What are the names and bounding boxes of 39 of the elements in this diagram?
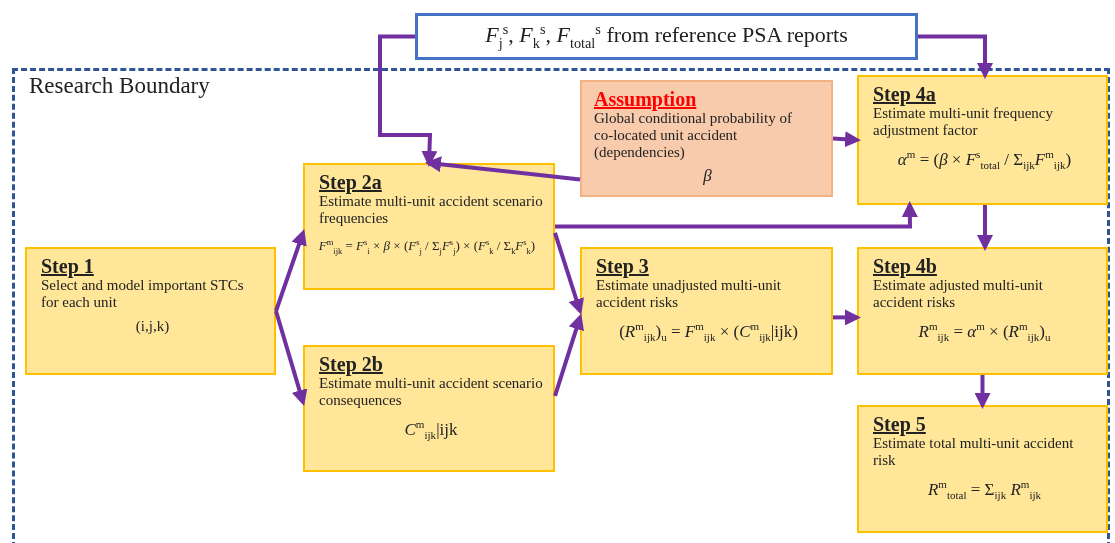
boundary-label: Research Boundary bbox=[29, 73, 210, 99]
step-description: Estimate multi-unit accident scenario consequences bbox=[319, 375, 543, 409]
step-heading: Step 4b bbox=[873, 255, 937, 277]
formula: R$^{m}$$_{ijk}$ = α$^{m}$ × (R$^{m}$$_{ijk}$)$_{u}$ bbox=[917, 319, 1052, 346]
step-description: Select and model important STCs for each unit bbox=[41, 277, 245, 311]
arrow bbox=[425, 156, 581, 182]
step-description: Estimate total multi-unit accident risk bbox=[873, 435, 1075, 469]
step-heading: Step 2b bbox=[319, 353, 383, 375]
unit-indices: (i,j,k) bbox=[134, 317, 171, 336]
formula: α$^{m}$ = (β × F$^{s}$$_{total}$ / Σ$_{ijk}$F$^{m}$$_{ijk}$) bbox=[896, 147, 1073, 174]
process-box bbox=[303, 345, 555, 472]
process-box bbox=[857, 75, 1108, 205]
input-text: F$_{j}$$^{s}$, F$_{k}$$^{s}$, F$_{total}$$^{s}$ from reference PSA reports bbox=[485, 21, 848, 52]
process-box bbox=[25, 247, 276, 375]
step-heading: Step 3 bbox=[596, 255, 649, 277]
step-heading: Step 5 bbox=[873, 413, 926, 435]
assumption-heading: Assumption bbox=[594, 88, 697, 110]
formula: C$^{m}$$_{ijk}$|ijk bbox=[403, 417, 459, 444]
formula: (R$^{m}$$_{ijk}$)$_{u}$ = F$^{m}$$_{ijk}$ × (C$^{m}$$_{ijk}$|ijk) bbox=[618, 319, 799, 346]
arrow bbox=[833, 309, 861, 326]
assumption-box bbox=[580, 80, 833, 197]
arrow bbox=[832, 131, 861, 148]
step-description: Estimate adjusted multi-unit accident risks bbox=[873, 277, 1044, 311]
process-box bbox=[857, 247, 1108, 375]
process-box bbox=[857, 405, 1108, 533]
arrow bbox=[555, 201, 918, 229]
step-heading: Step 2a bbox=[319, 171, 382, 193]
process-box bbox=[303, 163, 555, 290]
step-heading: Step 1 bbox=[41, 255, 94, 277]
step-heading: Step 4a bbox=[873, 83, 936, 105]
step-description: Estimate unadjusted multi-unit accident risks bbox=[596, 277, 782, 311]
symbol: β bbox=[702, 165, 713, 187]
input-box bbox=[415, 13, 918, 60]
research-boundary bbox=[12, 68, 1110, 543]
process-box bbox=[580, 247, 833, 375]
step-description: Estimate multi-unit frequency adjustment factor bbox=[873, 105, 1054, 139]
formula: F$^{m}$$_{ijk}$ = F$^{s}$$_{i}$ × β × (F$^{s}$$_{j}$ / Σ$_{j}$F$^{s}$$_{j}$) × (F$^{s}$$_{k}$ / Σ$_{k}$F$^{s}$$_{k}$) bbox=[317, 236, 537, 258]
step-description: Estimate multi-unit accident scenario frequencies bbox=[319, 193, 543, 227]
step-description: Global conditional probability of co-located unit accident (dependencies) bbox=[594, 110, 793, 161]
